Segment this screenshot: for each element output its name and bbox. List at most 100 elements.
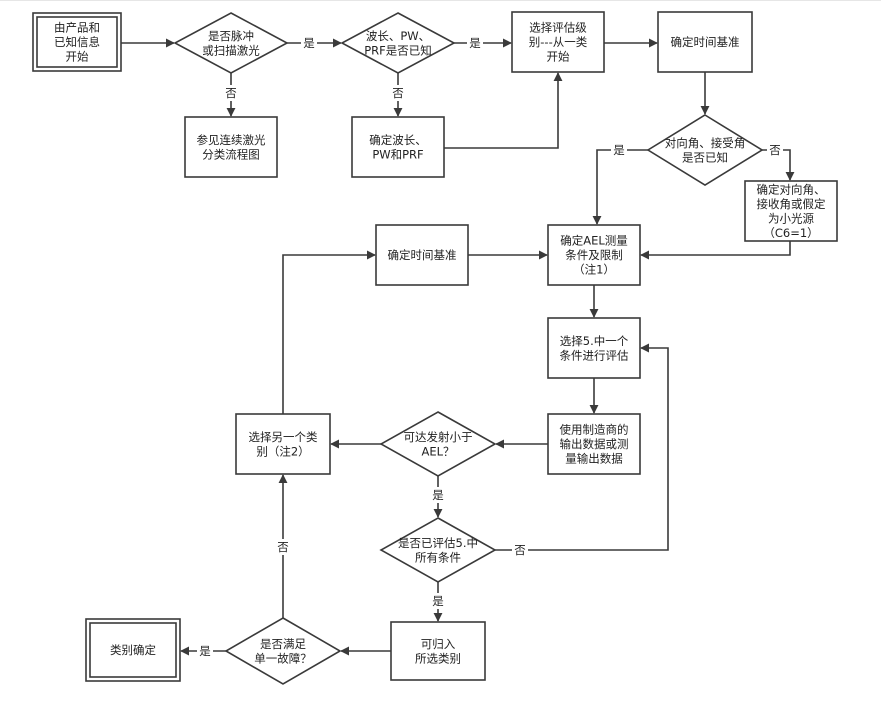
process-shape (511, 11, 605, 73)
node-label-line: 波长、PW、 (366, 29, 430, 43)
edge-label-text: 否 (277, 540, 289, 554)
node-label-line: 选择5.中一个 (560, 334, 629, 348)
edge-label-text: 是 (613, 143, 625, 157)
node-label-line: 确定时间基准 (671, 35, 740, 49)
edge-label-single-fault-yes: 是 (197, 643, 213, 659)
node-label-line: 条件进行评估 (560, 348, 629, 362)
process-shape (547, 317, 641, 379)
edge-label-background (611, 142, 627, 158)
process-shape (375, 224, 469, 286)
process-shape (235, 413, 331, 475)
node-label-line: 别（注2） (256, 444, 309, 458)
node-label-line: 由产品和 (54, 21, 100, 35)
edge-another-class-to-time-base (282, 250, 376, 414)
edge-label-angles-no: 否 (767, 142, 783, 158)
process-shape (547, 413, 641, 475)
edge-determine-wavelength-up (444, 72, 563, 149)
node-label-line: 选择另一个类 (249, 430, 318, 444)
edge-label-background (301, 35, 317, 51)
node-label-line: 确定时间基准 (388, 248, 457, 262)
edge-label-reachable-yes: 是 (430, 487, 446, 503)
node-label-line: 别---从一类 (529, 35, 588, 49)
terminal-inner-border (89, 622, 177, 678)
edge-label-background (467, 35, 483, 51)
node-label-line: 对向角、接受角 (665, 136, 746, 150)
node-class-confirmed: 类别确定 (85, 618, 181, 682)
edge-label-all-cond-yes: 是 (430, 593, 446, 609)
terminal-inner-border (36, 16, 118, 68)
node-label-line: 选择评估级 (529, 21, 587, 35)
node-label-line: 为小光源 (768, 211, 814, 225)
node-label-line: 所选类别 (415, 651, 461, 665)
edge-label-text: 是 (199, 644, 211, 658)
node-q-wavelength-known: 波长、PW、PRF是否已知 (340, 12, 456, 74)
node-label-line: PRF是否已知 (364, 43, 432, 57)
node-determine-wavelength: 确定波长、PW和PRF (351, 116, 445, 178)
top-border-line (0, 0, 881, 1)
edge-determine-angles-to-ael (640, 241, 791, 260)
edge-label-background (275, 539, 291, 555)
decision-shape (379, 517, 497, 583)
node-label-line: 输出数据或测 (560, 437, 629, 451)
edge-label-angles-yes: 是 (611, 142, 627, 158)
node-label-line: （注1） (573, 263, 615, 277)
node-label-line: 可达发射小于 (404, 430, 473, 444)
edge-label-wavelength-no: 否 (390, 85, 406, 101)
edge-label-wavelength-yes: 是 (467, 35, 483, 51)
edge-label-text: 是 (303, 36, 315, 50)
edge-angles-yes (592, 149, 648, 225)
node-label-line: 确定波长、 (369, 133, 427, 147)
process-shape (657, 11, 753, 73)
edge-label-text: 否 (392, 86, 404, 100)
edge-label-text: 是 (469, 36, 481, 50)
node-label-line: 接收角或假定 (757, 197, 826, 211)
edge-all-cond-no (495, 343, 669, 551)
node-label-line: 确定AEL测量 (560, 234, 628, 248)
node-label-line: AEL？ (421, 444, 454, 458)
edge-label-background (430, 487, 446, 503)
edge-label-single-fault-no: 否 (275, 539, 291, 555)
edge-label-background (512, 542, 528, 558)
node-label-line: 是否满足 (260, 637, 306, 651)
edge-label-pulse-yes: 是 (301, 35, 317, 51)
edge-label-text: 否 (225, 86, 237, 100)
node-label-line: PW和PRF (372, 147, 423, 161)
node-label-line: 参见连续激光 (197, 133, 266, 147)
edge-label-text: 否 (769, 143, 781, 157)
process-shape (744, 180, 838, 242)
edge-label-background (390, 85, 406, 101)
edge-label-background (223, 85, 239, 101)
process-shape (184, 116, 278, 178)
edge-label-text: 否 (514, 543, 526, 557)
edge-label-text: 是 (432, 488, 444, 502)
node-label-line: （C6=1） (763, 226, 818, 240)
edge-label-background (767, 142, 783, 158)
node-label-line: 是否已知 (682, 150, 728, 164)
decision-shape (224, 617, 342, 685)
node-label-line: 开始 (66, 50, 89, 64)
node-label-line: 所有条件 (415, 550, 461, 564)
node-time-base-mid: 确定时间基准 (375, 224, 469, 286)
edge-label-background (197, 643, 213, 659)
node-label-line: 已知信息 (54, 35, 100, 49)
node-label-line: 或扫描激光 (202, 43, 260, 57)
node-label-line: 开始 (547, 50, 570, 64)
decision-shape (173, 12, 289, 74)
node-label-line: 单一故障？ (254, 651, 312, 665)
process-shape (547, 224, 641, 286)
decision-shape (340, 12, 456, 74)
